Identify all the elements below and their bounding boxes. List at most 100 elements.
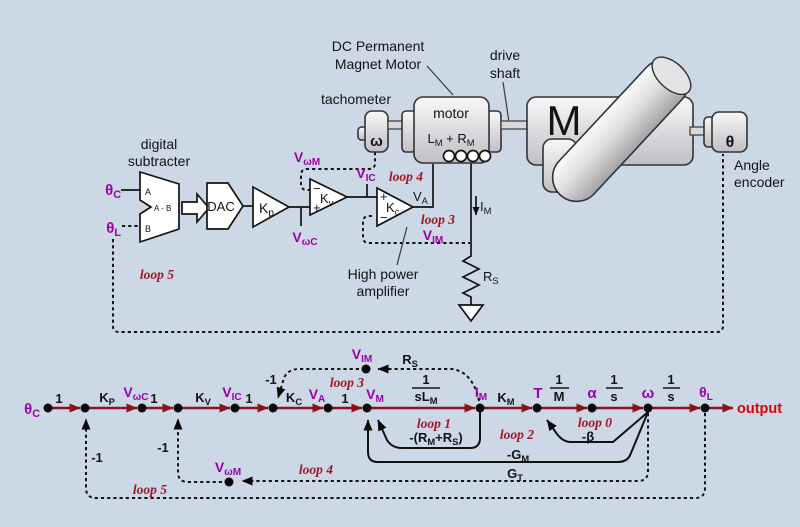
sfg-im-label: IM [475, 384, 487, 403]
upper-loop5-dashed-wire [112, 154, 724, 333]
sfg-thetaC-label: θC [24, 401, 40, 420]
svg-text:s: s [667, 389, 674, 404]
kp-label: Kp [259, 200, 274, 219]
subtracter-input-b-label: B [145, 224, 151, 234]
sfg-vwm-label: VωM [215, 459, 241, 478]
drive-shaft [500, 120, 528, 130]
motor-title-line2: Magnet Motor [335, 56, 422, 72]
motor-coil [442, 149, 492, 163]
node-im [475, 403, 485, 413]
subtracter-title-line1: digital [141, 136, 178, 152]
subtracter-input-a-label: A [145, 187, 151, 197]
node-thetaC [43, 403, 53, 413]
digital-subtracter-block: A A - B B [139, 170, 180, 244]
gain-frac-m: 1 M [550, 372, 569, 404]
tachometer-title: tachometer [321, 91, 391, 107]
gain-1a: 1 [55, 391, 62, 406]
sfg-vim-label: VIM [352, 346, 373, 365]
gain-1d: 1 [341, 391, 348, 406]
gain-minus1-loop3: -1 [265, 372, 277, 387]
gain-rs: RS [402, 352, 418, 369]
upper-rs-label: RS [483, 269, 499, 286]
dac-block: DAC [206, 182, 245, 230]
hpa-label-line2: amplifier [357, 283, 410, 299]
upper-vic-label: VIC [356, 165, 375, 184]
kc-label: Kc [386, 200, 400, 217]
kc-to-motor-wire [413, 164, 434, 208]
loop0-branch [546, 411, 649, 443]
sfg-t-label: T [533, 385, 542, 402]
svg-text:M: M [554, 389, 565, 404]
node-vwc [137, 403, 147, 413]
loop1-branch [377, 412, 481, 449]
sfg-loop5-label: loop 5 [133, 482, 167, 497]
sfg-thetaL-label: θL [699, 384, 713, 403]
kv-amplifier: − + Kv [309, 177, 349, 217]
robot-arm-cylinder [551, 56, 692, 203]
node-vwm [224, 477, 234, 487]
gain-km: KM [497, 390, 514, 407]
sfg-loop1-label: loop 1 [417, 416, 451, 431]
gain-kv: KV [195, 390, 211, 407]
loop4-branch-gt [241, 413, 649, 486]
svg-text:1: 1 [610, 372, 617, 387]
upper-vim-label: VIM [423, 227, 444, 246]
gain-kp: KP [99, 390, 115, 407]
sfg-loop3-label: loop 3 [330, 375, 364, 390]
svg-text:s: s [610, 389, 617, 404]
sfg-loop0-label: loop 0 [578, 415, 612, 430]
gain-frac-s2: 1 s [663, 372, 680, 404]
gain-minus1-loop5: -1 [91, 450, 103, 465]
upper-im-label: IM [480, 199, 492, 216]
upper-schematic: A A - B B digital subtracter DAC Kp − + … [105, 38, 785, 333]
dac-label: DAC [207, 199, 234, 214]
node-vic [230, 403, 240, 413]
sfg-loop4-label: loop 4 [299, 462, 333, 477]
node-thetaL [700, 403, 710, 413]
resistor-rs [461, 253, 481, 305]
kc-amplifier: + − Kc [376, 186, 415, 228]
loop5-branch [81, 413, 706, 499]
encoder-title-line2: encoder [734, 174, 785, 190]
node-sum-loop3 [268, 403, 278, 413]
upper-tach-feedback-wire [300, 152, 376, 191]
gain-kc: KC [286, 390, 302, 407]
motor-name-label: motor [433, 105, 469, 121]
motor-pointer-line [426, 65, 454, 96]
motor-block: motor LM + RM [401, 96, 502, 164]
encoder-theta-label: θ [726, 134, 735, 151]
loop3-branch-rs [377, 364, 480, 402]
gain-neg-gm: -GM [507, 447, 529, 464]
tachometer: ω [357, 110, 389, 153]
gain-gt: GT [507, 466, 523, 483]
gain-minus1-loop4: -1 [157, 440, 169, 455]
loop3-branch-minus1 [276, 368, 359, 399]
kv-label: Kv [320, 191, 334, 208]
kc-plus-label: + [380, 189, 388, 204]
gain-1c: 1 [245, 391, 252, 406]
upper-vim-feedback-wire [362, 215, 470, 244]
kv-plus-label: + [313, 200, 321, 215]
subtracter-title-line2: subtracter [128, 153, 191, 169]
node-sum-loop5 [80, 403, 90, 413]
svg-text:sLM: sLM [415, 389, 438, 406]
sfg-va-label: VA [309, 386, 326, 405]
motor-winding-label: LM + RM [427, 131, 474, 148]
svg-text:1: 1 [422, 372, 429, 387]
load-m-label: M [547, 97, 582, 144]
gain-loop1: -(RM+RS) [409, 430, 462, 447]
svg-text:1: 1 [667, 372, 674, 387]
driveshaft-label-line1: drive [490, 47, 521, 63]
loop4-branch-minus1 [173, 418, 222, 483]
tachometer-omega-label: ω [370, 133, 383, 150]
node-omega [643, 403, 653, 413]
upper-loop4-label: loop 4 [389, 169, 423, 184]
subtracter-output-arrow [181, 191, 211, 225]
kp-amplifier: Kp [252, 185, 291, 229]
hpa-pointer-line [396, 226, 408, 266]
kc-minus-label: − [380, 210, 388, 225]
encoder-title-line1: Angle [734, 157, 770, 173]
node-alpha [587, 403, 597, 413]
